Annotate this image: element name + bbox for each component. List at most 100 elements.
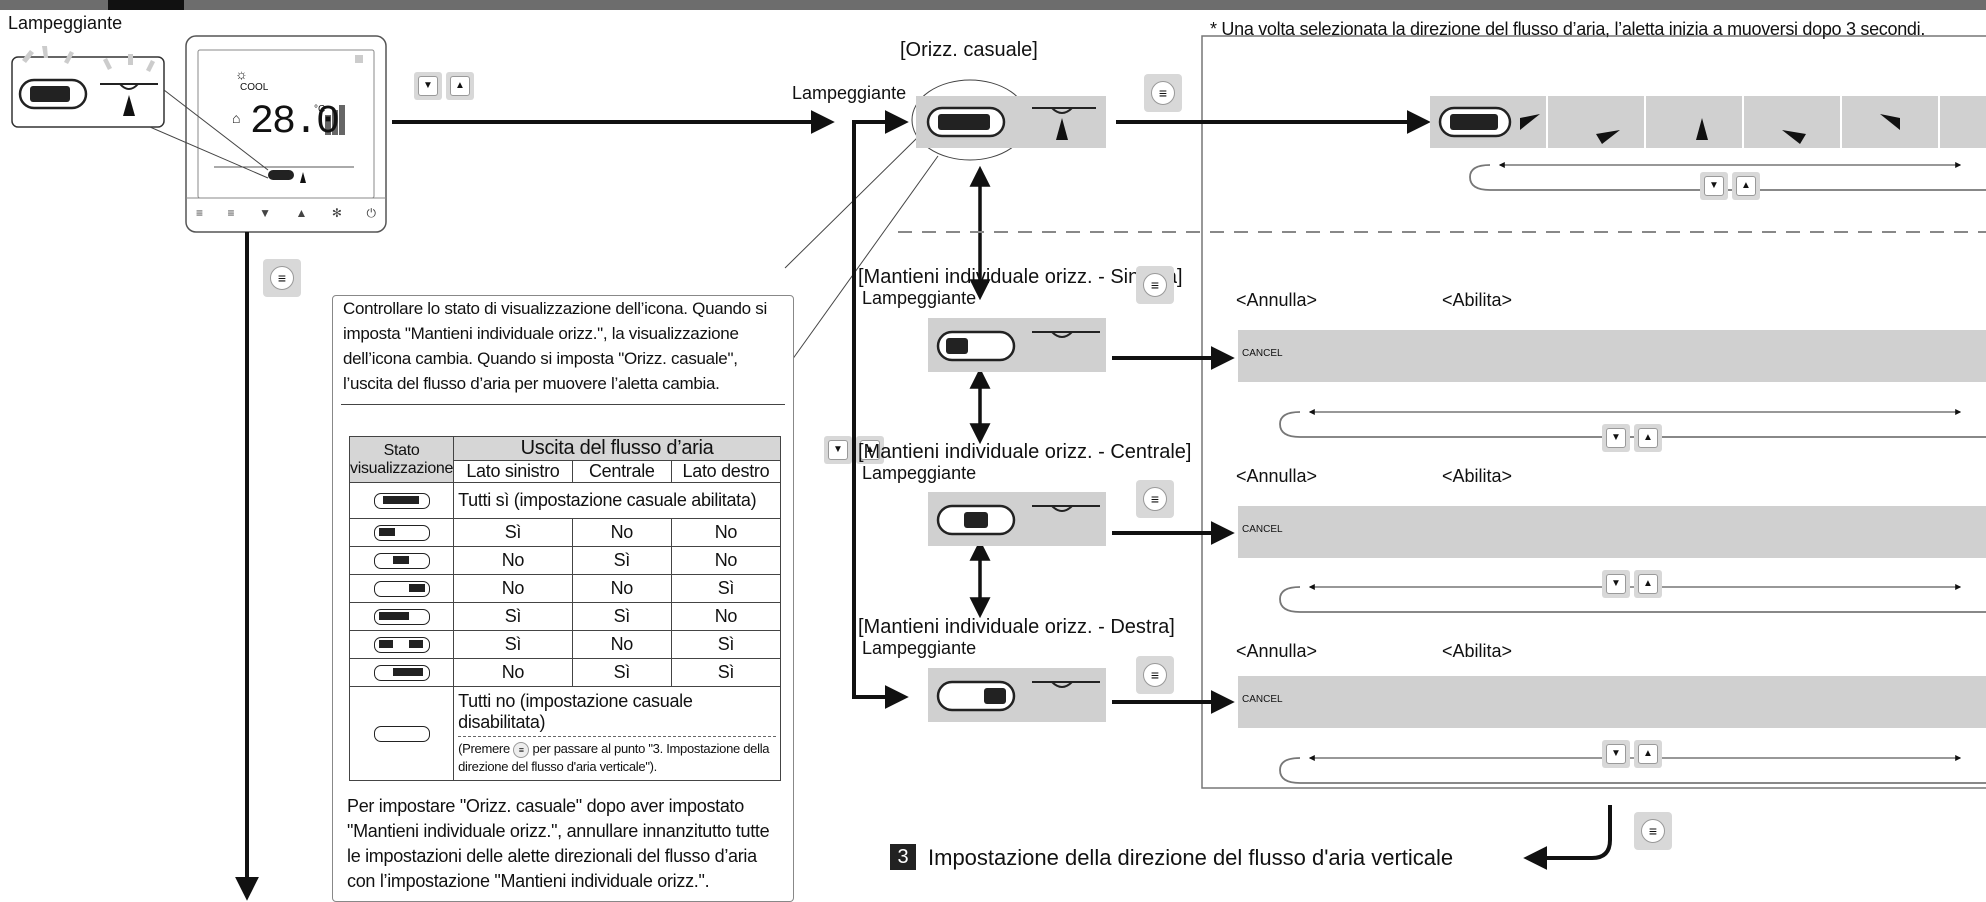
down-button[interactable]: ▼	[1602, 424, 1630, 452]
cell: No	[670, 518, 782, 547]
down-button[interactable]: ▼	[414, 72, 442, 100]
all-no-note: (Premere ≡ per passare al punto "3. Impo…	[458, 736, 776, 776]
col-output: Uscita del flusso d’aria	[453, 436, 781, 461]
state-table: Stato visualizzazione Uscita del flusso …	[348, 436, 782, 781]
random-sequence-icons	[1438, 96, 1940, 148]
col-state: Stato visualizzazione	[348, 436, 455, 483]
fan-icon[interactable]: ✻	[331, 206, 342, 220]
menu-button[interactable]: ≡	[263, 259, 301, 297]
mode-left-cancel: <Annulla>	[1236, 290, 1318, 310]
mode-right-sequence: CANCEL	[1238, 676, 1986, 728]
cell: Sì	[571, 602, 672, 631]
cell: Sì	[670, 658, 782, 687]
up-button[interactable]: ▲	[1634, 570, 1662, 598]
lock-icon: ⌂	[232, 110, 241, 126]
menu-icon[interactable]: ≡	[196, 206, 204, 220]
info-paragraph-1: Controllare lo stato di visualizzazione …	[343, 299, 767, 393]
step-tab	[108, 0, 184, 10]
random-sequence	[1430, 96, 1986, 148]
mode-left-enable: <Abilita>	[1442, 290, 1513, 310]
mode-right-cancel: <Annulla>	[1236, 641, 1318, 661]
icon-left-center	[348, 602, 455, 631]
down-button[interactable]: ▼	[1602, 740, 1630, 768]
random-note: * Una volta selezionata la direzione del…	[1210, 19, 1926, 39]
menu-button[interactable]: ≡	[1136, 480, 1174, 518]
up-button[interactable]: ▲	[1732, 172, 1760, 200]
random-title: [Orizz. casuale]	[900, 39, 1038, 61]
mode-right-enable: <Abilita>	[1442, 641, 1513, 661]
cell: Sì	[453, 630, 573, 659]
menu-icon: ≡	[513, 742, 530, 758]
cancel-tag: CANCEL	[1242, 524, 1283, 535]
icon-center-right	[348, 658, 455, 687]
col-left: Lato sinistro	[453, 460, 573, 483]
random-icon-box	[916, 96, 1106, 148]
info-paragraph-2: Per impostare "Orizz. casuale" dopo aver…	[347, 796, 770, 891]
cell: No	[670, 546, 782, 575]
menu-button[interactable]: ≡	[1136, 266, 1174, 304]
step-text: Impostazione della direzione del flusso …	[928, 845, 1454, 870]
icon-none	[348, 686, 455, 781]
cell: No	[453, 658, 573, 687]
info-box: Controllare lo stato di visualizzazione …	[332, 295, 794, 902]
icon-all	[348, 482, 455, 519]
note-post: per passare al punto "3. Impostazione de…	[458, 741, 770, 774]
icon-left	[348, 518, 455, 547]
cell: No	[571, 574, 672, 603]
icon-right	[348, 574, 455, 603]
cancel-tag: CANCEL	[1242, 694, 1283, 705]
menu-button[interactable]: ≡	[1144, 74, 1182, 112]
menu-button[interactable]: ≡	[1634, 812, 1672, 850]
icon-left-right	[348, 630, 455, 659]
mode-center-enable: <Abilita>	[1442, 466, 1513, 486]
mode-right-icon-box	[928, 668, 1106, 722]
note-pre: (Premere	[458, 741, 510, 756]
mode-right-blinking: Lampeggiante	[862, 638, 977, 658]
unit-label: °C	[314, 104, 326, 115]
mode-right-title: [Mantieni individuale orizz. - Destra]	[858, 616, 1175, 638]
cancel-tag: CANCEL	[1242, 348, 1283, 359]
mode-left-blinking: Lampeggiante	[862, 288, 977, 308]
down-icon[interactable]: ▼	[259, 206, 271, 220]
temperature-display: 28.0	[250, 100, 340, 145]
sun-icon: ☼	[235, 66, 248, 82]
mode-center-title: [Mantieni individuale orizz. - Centrale]	[858, 441, 1192, 463]
cell: Sì	[453, 518, 573, 547]
header-bar	[0, 0, 1986, 10]
down-button[interactable]: ▼	[824, 436, 852, 464]
cell: No	[571, 518, 672, 547]
menu-icon[interactable]: ≡	[227, 206, 235, 220]
up-icon[interactable]: ▲	[295, 206, 308, 220]
all-no: Tutti no (impostazione casuale disabilit…	[458, 691, 693, 732]
cell: No	[453, 574, 573, 603]
mode-center-blinking: Lampeggiante	[862, 463, 977, 483]
mode-left-title: [Mantieni individuale orizz. - Sinistra]	[858, 266, 1183, 288]
menu-button[interactable]: ≡	[1136, 656, 1174, 694]
up-button[interactable]: ▲	[1634, 740, 1662, 768]
down-button[interactable]: ▼	[1700, 172, 1728, 200]
icon-center	[348, 546, 455, 575]
up-button[interactable]: ▲	[856, 436, 884, 464]
up-button[interactable]: ▲	[446, 72, 474, 100]
remote-button-row: ≡ ≡ ▼ ▲ ✻ ⏻	[196, 206, 376, 221]
power-icon[interactable]: ⏻	[366, 206, 376, 220]
down-button[interactable]: ▼	[1602, 570, 1630, 598]
col-right: Lato destro	[670, 460, 782, 483]
cell: Sì	[453, 602, 573, 631]
cell: No	[571, 630, 672, 659]
step-number: 3	[890, 844, 916, 870]
random-blinking: Lampeggiante	[792, 83, 907, 103]
cell: Sì	[571, 658, 672, 687]
all-yes: Tutti sì (impostazione casuale abilitata…	[453, 482, 781, 519]
mode-label: COOL	[240, 82, 269, 93]
up-button[interactable]: ▲	[1634, 424, 1662, 452]
cell: No	[670, 602, 782, 631]
random-flap-icon	[926, 106, 1096, 140]
mode-left-icon-box	[928, 318, 1106, 372]
mode-center-icon-box	[928, 492, 1106, 546]
mode-center-cancel: <Annulla>	[1236, 466, 1318, 486]
cell: Sì	[670, 574, 782, 603]
cell: Sì	[670, 630, 782, 659]
col-center: Centrale	[571, 460, 672, 483]
